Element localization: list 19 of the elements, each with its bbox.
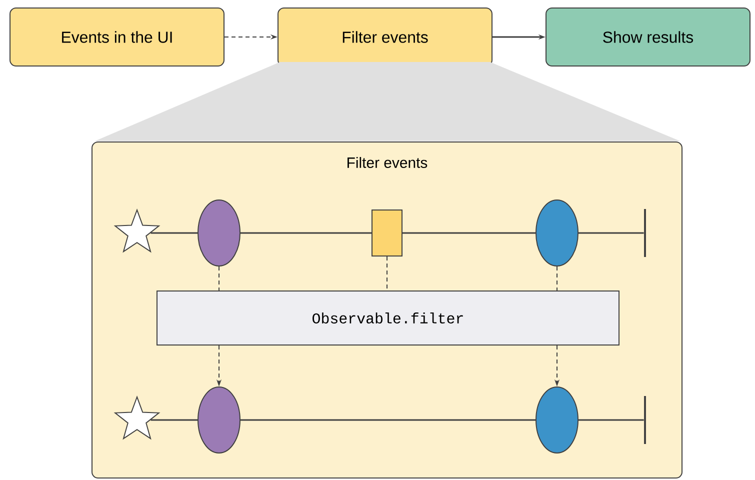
dashed-line <box>386 256 388 291</box>
timeline <box>578 419 644 421</box>
timeline <box>402 232 536 234</box>
dashed-line <box>556 266 558 291</box>
timeline <box>578 232 644 234</box>
event-marble <box>198 386 240 454</box>
timeline <box>240 419 536 421</box>
operator-box: Observable.filter <box>156 290 620 346</box>
process-box: Show results <box>546 8 750 66</box>
timeline <box>150 232 198 234</box>
event-marble <box>536 386 578 454</box>
timeline <box>240 232 372 234</box>
timeline <box>150 419 198 421</box>
event-square <box>372 210 402 256</box>
process-box: Events in the UI <box>10 8 224 66</box>
event-marble <box>198 200 240 266</box>
event-marble <box>536 200 578 266</box>
process-box: Filter events <box>278 8 492 66</box>
dashed-line <box>218 266 220 291</box>
